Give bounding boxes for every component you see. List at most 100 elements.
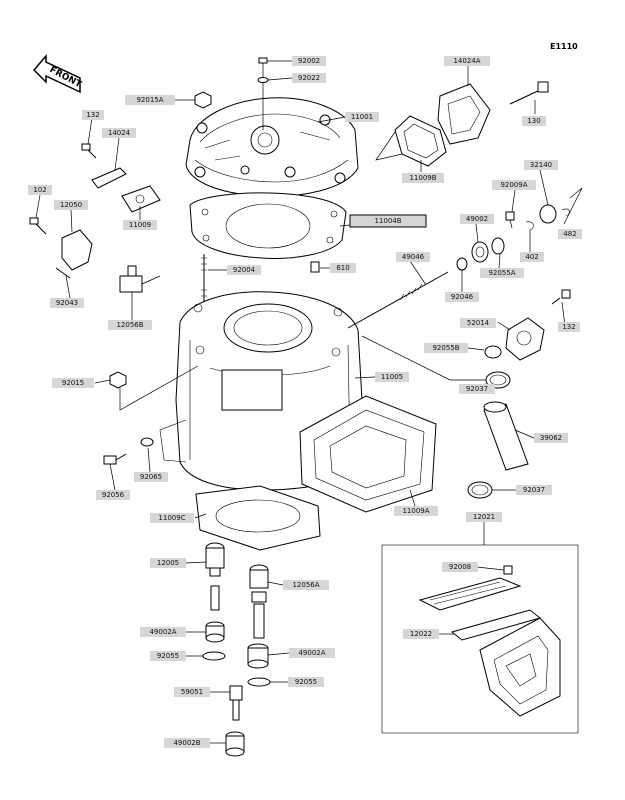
label-12056A: 12056A — [283, 580, 329, 590]
bolt-92002 — [258, 57, 268, 130]
svg-text:11005: 11005 — [381, 373, 403, 381]
svg-text:11009B: 11009B — [409, 174, 436, 182]
svg-text:132: 132 — [86, 111, 99, 119]
svg-text:92004: 92004 — [233, 266, 256, 274]
label-12056B: 12056B — [108, 320, 152, 330]
svg-text:92015: 92015 — [62, 379, 84, 387]
svg-text:32140: 32140 — [530, 161, 552, 169]
reed-valve-box — [381, 544, 579, 734]
valve-holder-12005 — [205, 542, 225, 611]
svg-text:92055B: 92055B — [432, 344, 459, 352]
cover-14024A — [437, 83, 491, 145]
label-92009A: 92009A — [492, 180, 536, 190]
svg-text:102: 102 — [33, 186, 46, 194]
svg-text:610: 610 — [336, 264, 349, 272]
svg-text:92009A: 92009A — [500, 181, 527, 189]
label-49002A-right: 49002A — [289, 648, 335, 658]
hose-39062 — [483, 401, 529, 471]
label-49002B: 49002B — [164, 738, 210, 748]
svg-text:92065: 92065 — [140, 473, 162, 481]
svg-text:92015A: 92015A — [136, 96, 163, 104]
bolt-130 — [509, 81, 549, 105]
sensor-12056B — [119, 265, 161, 293]
svg-text:92037: 92037 — [523, 486, 545, 494]
svg-text:130: 130 — [527, 117, 540, 125]
svg-text:59051: 59051 — [181, 688, 203, 696]
svg-text:92055A: 92055A — [488, 269, 515, 277]
leader-lines — [35, 60, 583, 744]
pin-402 — [525, 221, 534, 231]
shaft-49046 — [347, 271, 449, 329]
oring-92055-right — [247, 677, 271, 687]
label-59051: 59051 — [174, 687, 210, 697]
label-92055A: 92055A — [480, 268, 524, 278]
label-92046: 92046 — [445, 292, 479, 302]
svg-text:92046: 92046 — [451, 293, 474, 301]
front-arrow-icon: FRONT — [32, 53, 84, 94]
label-92056: 92056 — [96, 490, 130, 500]
svg-text:92055: 92055 — [295, 678, 317, 686]
label-11005: 11005 — [375, 372, 409, 382]
svg-text:92055: 92055 — [157, 652, 179, 660]
svg-text:92022: 92022 — [298, 74, 320, 82]
label-482: 482 — [558, 229, 582, 239]
valve-holder-12056A — [249, 564, 269, 639]
gasket-14024 — [91, 167, 127, 189]
valve-holder-11009 — [121, 185, 161, 213]
cylinder-head — [185, 97, 359, 197]
label-92015: 92015 — [52, 378, 94, 388]
svg-text:92002: 92002 — [298, 57, 320, 65]
oring-92055A — [491, 237, 505, 255]
label-32140: 32140 — [524, 160, 558, 170]
svg-text:92043: 92043 — [56, 299, 78, 307]
label-12022: 12022 — [403, 629, 439, 639]
label-11009B: 11009B — [402, 173, 444, 183]
nut-92015 — [109, 371, 127, 389]
svg-text:49002A: 49002A — [149, 628, 176, 636]
washer-92022 — [257, 77, 269, 83]
svg-text:11004B: 11004B — [374, 217, 401, 225]
label-610: 610 — [330, 263, 356, 273]
label-402: 402 — [520, 252, 544, 262]
bracket-12050 — [61, 229, 93, 271]
head-gasket — [189, 192, 347, 259]
svg-text:92037: 92037 — [466, 385, 488, 393]
svg-text:11009C: 11009C — [158, 514, 185, 522]
bolt-132-right — [551, 289, 571, 305]
label-12021: 12021 — [466, 512, 502, 522]
label-11001: 11001 — [345, 112, 379, 122]
base-gasket-11009C — [195, 485, 321, 551]
label-92002: 92002 — [292, 56, 326, 66]
bolt-92056 — [103, 453, 127, 465]
label-52014: 52014 — [460, 318, 496, 328]
bolt-132-top — [81, 143, 97, 159]
label-49002: 49002 — [460, 214, 494, 224]
svg-text:482: 482 — [563, 230, 576, 238]
svg-text:49002B: 49002B — [173, 739, 200, 747]
oring-92055B — [484, 345, 502, 359]
label-102: 102 — [28, 185, 52, 195]
svg-text:11009: 11009 — [129, 221, 151, 229]
label-11009C: 11009C — [150, 513, 194, 523]
label-92004: 92004 — [227, 265, 261, 275]
pin-92043 — [55, 267, 71, 279]
label-92022: 92022 — [292, 73, 326, 83]
svg-text:12056A: 12056A — [292, 581, 319, 589]
label-92055-right: 92055 — [288, 677, 324, 687]
svg-text:12056B: 12056B — [116, 321, 143, 329]
svg-text:12022: 12022 — [410, 630, 432, 638]
svg-text:52014: 52014 — [467, 319, 490, 327]
label-130: 130 — [522, 116, 546, 126]
label-92037-top: 92037 — [459, 384, 495, 394]
dowel-610 — [310, 261, 320, 273]
label-92055-left: 92055 — [150, 651, 186, 661]
label-11009A: 11009A — [394, 506, 438, 516]
svg-text:11001: 11001 — [351, 113, 373, 121]
nut-92015A — [194, 91, 212, 109]
label-92065: 92065 — [134, 472, 168, 482]
svg-text:132: 132 — [562, 323, 575, 331]
reed-gasket-11009A — [299, 395, 437, 513]
label-92043: 92043 — [50, 298, 84, 308]
